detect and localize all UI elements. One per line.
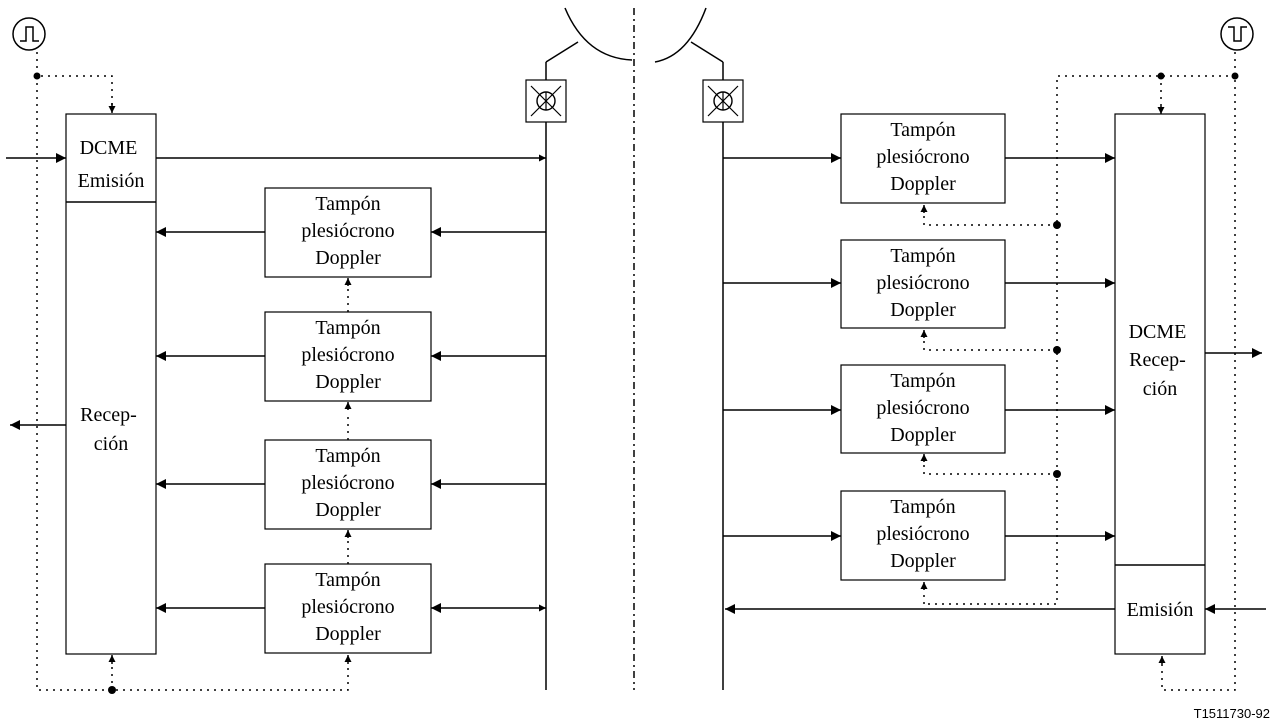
clock-icon: [12, 17, 46, 51]
antenna-icon: [525, 7, 633, 123]
dcme-left-emission-label: DCME Emisión: [78, 137, 145, 192]
clock-icon: [1220, 17, 1254, 51]
figure-reference: T1511730-92: [1194, 706, 1270, 721]
dcme-left-reception-label: Recep- ción: [80, 404, 142, 455]
dcme-box-left: [65, 113, 157, 655]
clock-distribution-line: [36, 52, 113, 108]
antenna-icon: [654, 7, 744, 123]
dcme-right-reception-label: DCME Recep- ción: [1129, 321, 1192, 400]
dcme-box-right: [1114, 113, 1206, 655]
dcme-right-emission-label: Emisión: [1127, 599, 1194, 621]
